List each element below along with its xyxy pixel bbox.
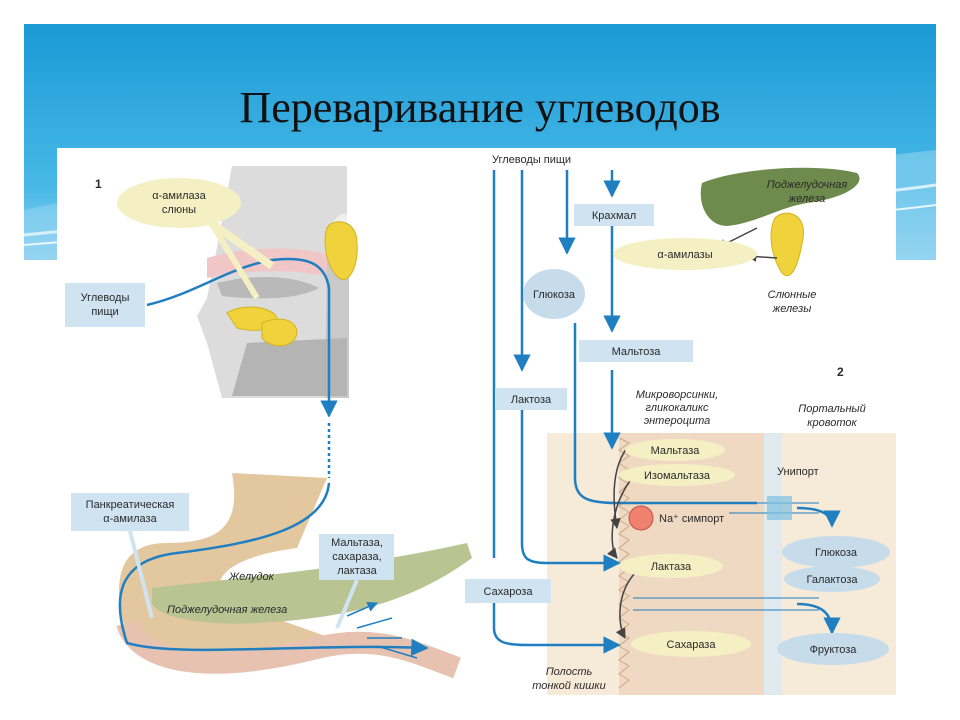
amylases-ellipse [613,238,757,270]
pancreas-illustration-right [700,167,860,226]
isomaltase-ellipse [619,464,735,486]
glucose-oval [782,536,890,568]
pancreas-right-label-1: Поджелудочная [767,179,848,191]
salivary-gland-right-icon [770,212,804,276]
stomach-label: Желудок [228,571,275,583]
glucose-label: Глюкоза [815,547,858,559]
pancreatic-amylase-label-1: Панкреатическая [86,499,175,511]
figure-panel: 1 α-амилаза слюны Углеводы пищи Панкреат… [57,148,896,695]
uniport-transporter [767,496,792,520]
glucose-left-label: Глюкоза [533,289,576,301]
maltase-ellipse [625,439,725,461]
brush-border-label-2: сахараза, [332,551,381,563]
galactose-label: Галактоза [807,574,859,586]
uniport-label: Унипорт [777,466,819,478]
fructose-label: Фруктоза [810,644,858,656]
brush-border-label-3: лактаза [337,565,377,577]
pancreatic-amylase-box [71,493,189,531]
carbs-food-box-left [65,283,145,327]
isomaltase-label: Изомальтаза [644,470,711,482]
carbs-food-left-label-1: Углеводы [81,292,130,304]
carbs-food-top-label: Углеводы пищи [492,154,571,166]
amylases-label: α-амилазы [657,249,712,261]
microvilli-label-2: гликокаликс [645,402,709,414]
carbohydrate-digestion-diagram: 1 α-амилаза слюны Углеводы пищи Панкреат… [65,154,896,695]
glucose-left-oval [523,269,585,319]
panel-number-1: 1 [95,177,102,191]
lactase-ellipse [619,554,723,578]
lactose-box [495,388,567,410]
lumen-label-1: Полость [546,666,593,678]
maltose-box [579,340,693,362]
pancreas-right-label-2: железа [788,193,826,205]
na-symport-icon [628,505,654,531]
saliva-amylase-ellipse [117,178,241,228]
saliva-amylase-label-1: α-амилаза [152,190,206,202]
portal-label-2: кровоток [807,417,857,429]
lumen-label-2: тонкой кишки [532,680,605,692]
panel-number-2: 2 [837,365,844,379]
sucrose-box [465,579,551,603]
fructose-oval [777,633,889,665]
microvilli-label-1: Микроворсинки, [636,389,718,401]
salivary-glands-label-2: железы [772,303,812,315]
carbs-food-left-label-2: пищи [91,306,118,318]
maltose-label: Мальтоза [612,346,662,358]
starch-box [574,204,654,226]
sucrose-label: Сахароза [484,586,534,598]
slide-title: Переваривание углеводов [239,83,721,132]
salivary-gland-icon [226,221,358,347]
pancreatic-amylase-label-2: α-амилаза [103,513,157,525]
na-symport-label: Na⁺ симпорт [659,513,724,525]
lactose-label: Лактоза [511,394,552,406]
portal-label-1: Портальный [798,403,866,415]
brush-border-enzymes-box [319,534,394,580]
sucrase-ellipse [631,631,751,657]
salivary-glands-label-1: Слюнные [768,289,817,301]
pancreas-left-label: Поджелудочная железа [167,604,287,616]
brush-border-label-1: Мальтаза, [331,537,383,549]
maltase-label: Мальтаза [651,445,701,457]
sucrase-label: Сахараза [667,639,717,651]
galactose-oval [784,566,880,592]
starch-label: Крахмал [592,210,636,222]
lactase-label: Лактаза [651,561,692,573]
saliva-amylase-label-2: слюны [162,204,196,216]
microvilli-label-3: энтероцита [644,415,711,427]
